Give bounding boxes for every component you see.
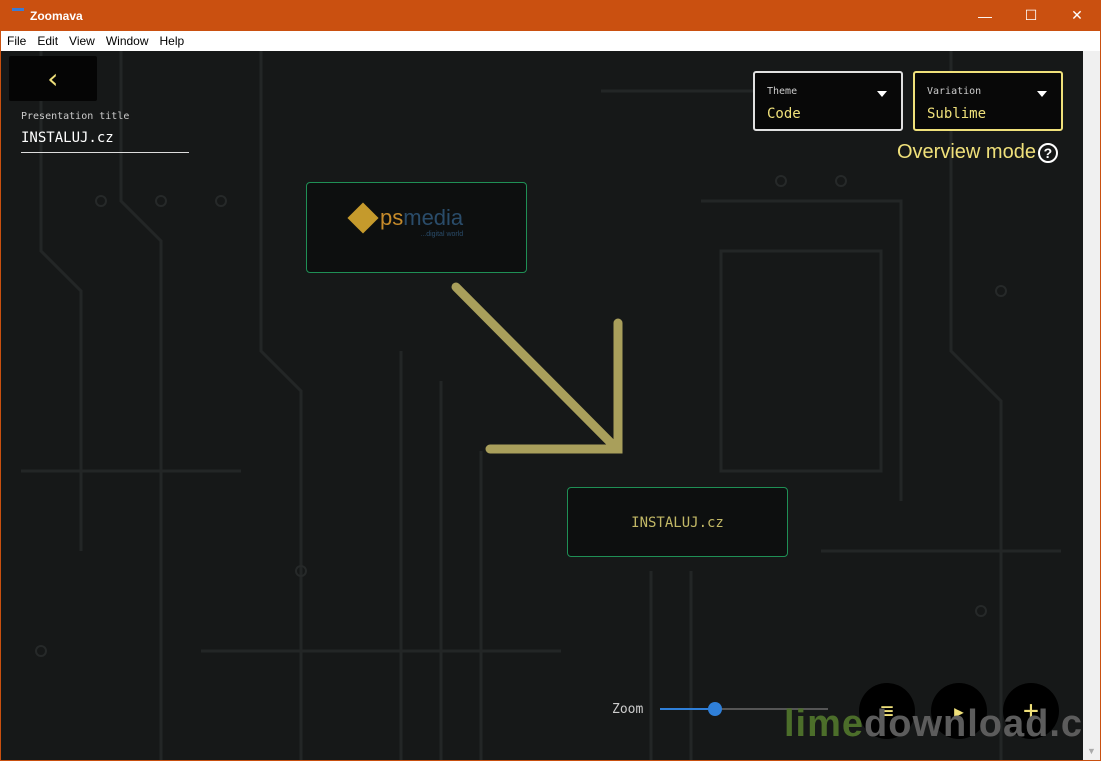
maximize-button[interactable]: ☐ bbox=[1024, 7, 1038, 23]
overview-mode-label: Overview mode bbox=[897, 141, 1036, 163]
theme-label: Theme bbox=[767, 86, 798, 97]
back-button[interactable]: ‹ bbox=[9, 56, 97, 101]
window-title: Zoomava bbox=[30, 9, 83, 23]
app-icon bbox=[12, 8, 24, 11]
list-button[interactable]: ≡ bbox=[859, 683, 915, 739]
minimize-button[interactable]: — bbox=[978, 7, 992, 24]
circuit-background bbox=[21, 51, 1061, 760]
presentation-title-input[interactable]: INSTALUJ.cz bbox=[21, 130, 189, 153]
presentation-title-label: Presentation title bbox=[21, 111, 130, 122]
plus-icon: + bbox=[1023, 696, 1039, 726]
frame-logo[interactable]: psmedia ...digital world bbox=[306, 182, 527, 273]
variation-label: Variation bbox=[927, 86, 982, 97]
theme-value: Code bbox=[767, 106, 801, 122]
psmedia-logo: psmedia ...digital world bbox=[347, 202, 463, 238]
play-button[interactable]: ▶ bbox=[931, 683, 987, 739]
list-icon: ≡ bbox=[880, 698, 894, 724]
dropdown-arrow-icon bbox=[1037, 91, 1047, 97]
title-bar: Zoomava — ☐ ✕ bbox=[0, 0, 1101, 31]
menu-bar: File Edit View Window Help bbox=[1, 31, 1100, 51]
close-button[interactable]: ✕ bbox=[1071, 7, 1083, 23]
menu-file[interactable]: File bbox=[7, 34, 27, 48]
logo-mark-icon bbox=[347, 202, 379, 234]
menu-edit[interactable]: Edit bbox=[37, 34, 59, 48]
frame-text[interactable]: INSTALUJ.cz bbox=[567, 487, 788, 557]
variation-dropdown[interactable]: Variation Sublime bbox=[913, 71, 1063, 131]
scroll-down-icon[interactable]: ▼ bbox=[1087, 746, 1096, 756]
zoom-slider-fill bbox=[660, 708, 716, 710]
watermark: limedownload.com bbox=[784, 703, 1083, 745]
menu-help[interactable]: Help bbox=[159, 34, 185, 48]
play-icon: ▶ bbox=[954, 701, 964, 721]
zoom-slider-thumb[interactable] bbox=[708, 702, 723, 716]
chevron-left-icon: ‹ bbox=[44, 62, 62, 95]
menu-view[interactable]: View bbox=[69, 34, 95, 48]
dropdown-arrow-icon bbox=[877, 91, 887, 97]
arrow-connector bbox=[451, 282, 623, 454]
presentation-canvas[interactable]: ‹ Presentation title INSTALUJ.cz Theme C… bbox=[1, 51, 1083, 760]
menu-window[interactable]: Window bbox=[105, 34, 149, 48]
help-icon[interactable]: ? bbox=[1037, 142, 1058, 163]
zoom-label: Zoom bbox=[612, 702, 644, 717]
theme-dropdown[interactable]: Theme Code bbox=[753, 71, 903, 131]
variation-value: Sublime bbox=[927, 106, 987, 122]
zoom-slider[interactable] bbox=[660, 702, 828, 716]
vertical-scrollbar[interactable]: ▼ bbox=[1083, 51, 1100, 760]
overview-mode[interactable]: Overview mode ? bbox=[897, 141, 1058, 164]
add-button[interactable]: + bbox=[1003, 683, 1059, 739]
frame-text-content: INSTALUJ.cz bbox=[631, 515, 724, 531]
